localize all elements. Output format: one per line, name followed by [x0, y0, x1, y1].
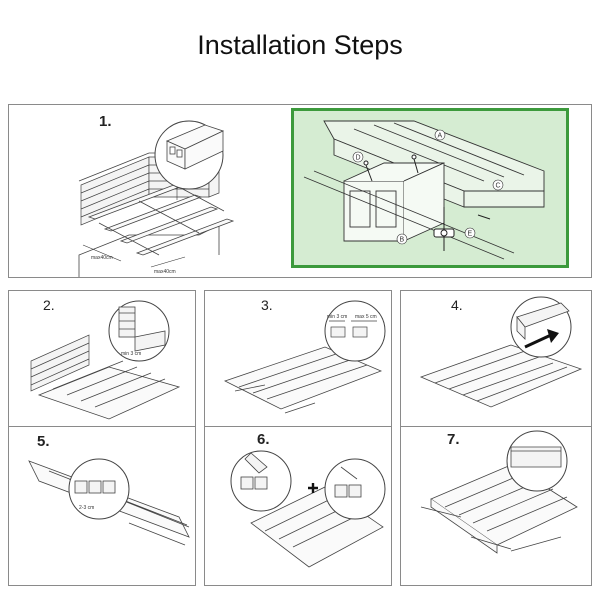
step-6-panel: 6. [204, 426, 392, 586]
page-title: Installation Steps [0, 30, 600, 61]
callout-label: D [356, 155, 361, 162]
dimension-label: min 3 cm [121, 351, 141, 357]
step-4-illustration [401, 291, 592, 430]
step-3-illustration: min 3 cm max 5 cm [205, 291, 392, 430]
step-1-panel: 1. max40cm max40cm [8, 104, 592, 278]
callout-label: C [496, 183, 501, 190]
dimension-label: 2-3 cm [79, 505, 94, 511]
step-2-illustration: min 3 cm [9, 291, 196, 430]
detail-panel: A B C D E [291, 108, 569, 268]
detail-illustration: A B C D E [294, 111, 566, 265]
step-5-illustration: 2-3 cm [9, 427, 196, 586]
callout-label: E [468, 231, 473, 238]
dimension-label: max40cm [91, 255, 113, 261]
step-2-panel: 2. min 3 cm [8, 290, 196, 430]
callout-label: B [400, 237, 405, 244]
step-4-panel: 4. [400, 290, 592, 430]
step-7-panel: 7. [400, 426, 592, 586]
callout-label: A [438, 133, 443, 140]
dimension-label: max40cm [154, 269, 176, 275]
step-7-illustration [401, 427, 592, 586]
step-3-panel: 3. min 3 cm max 5 cm [204, 290, 392, 430]
dimension-label: min 3 cm [327, 314, 347, 320]
step-6-illustration [205, 427, 392, 586]
dimension-label: max 5 cm [355, 314, 377, 320]
step-5-panel: 5. 2-3 cm [8, 426, 196, 586]
